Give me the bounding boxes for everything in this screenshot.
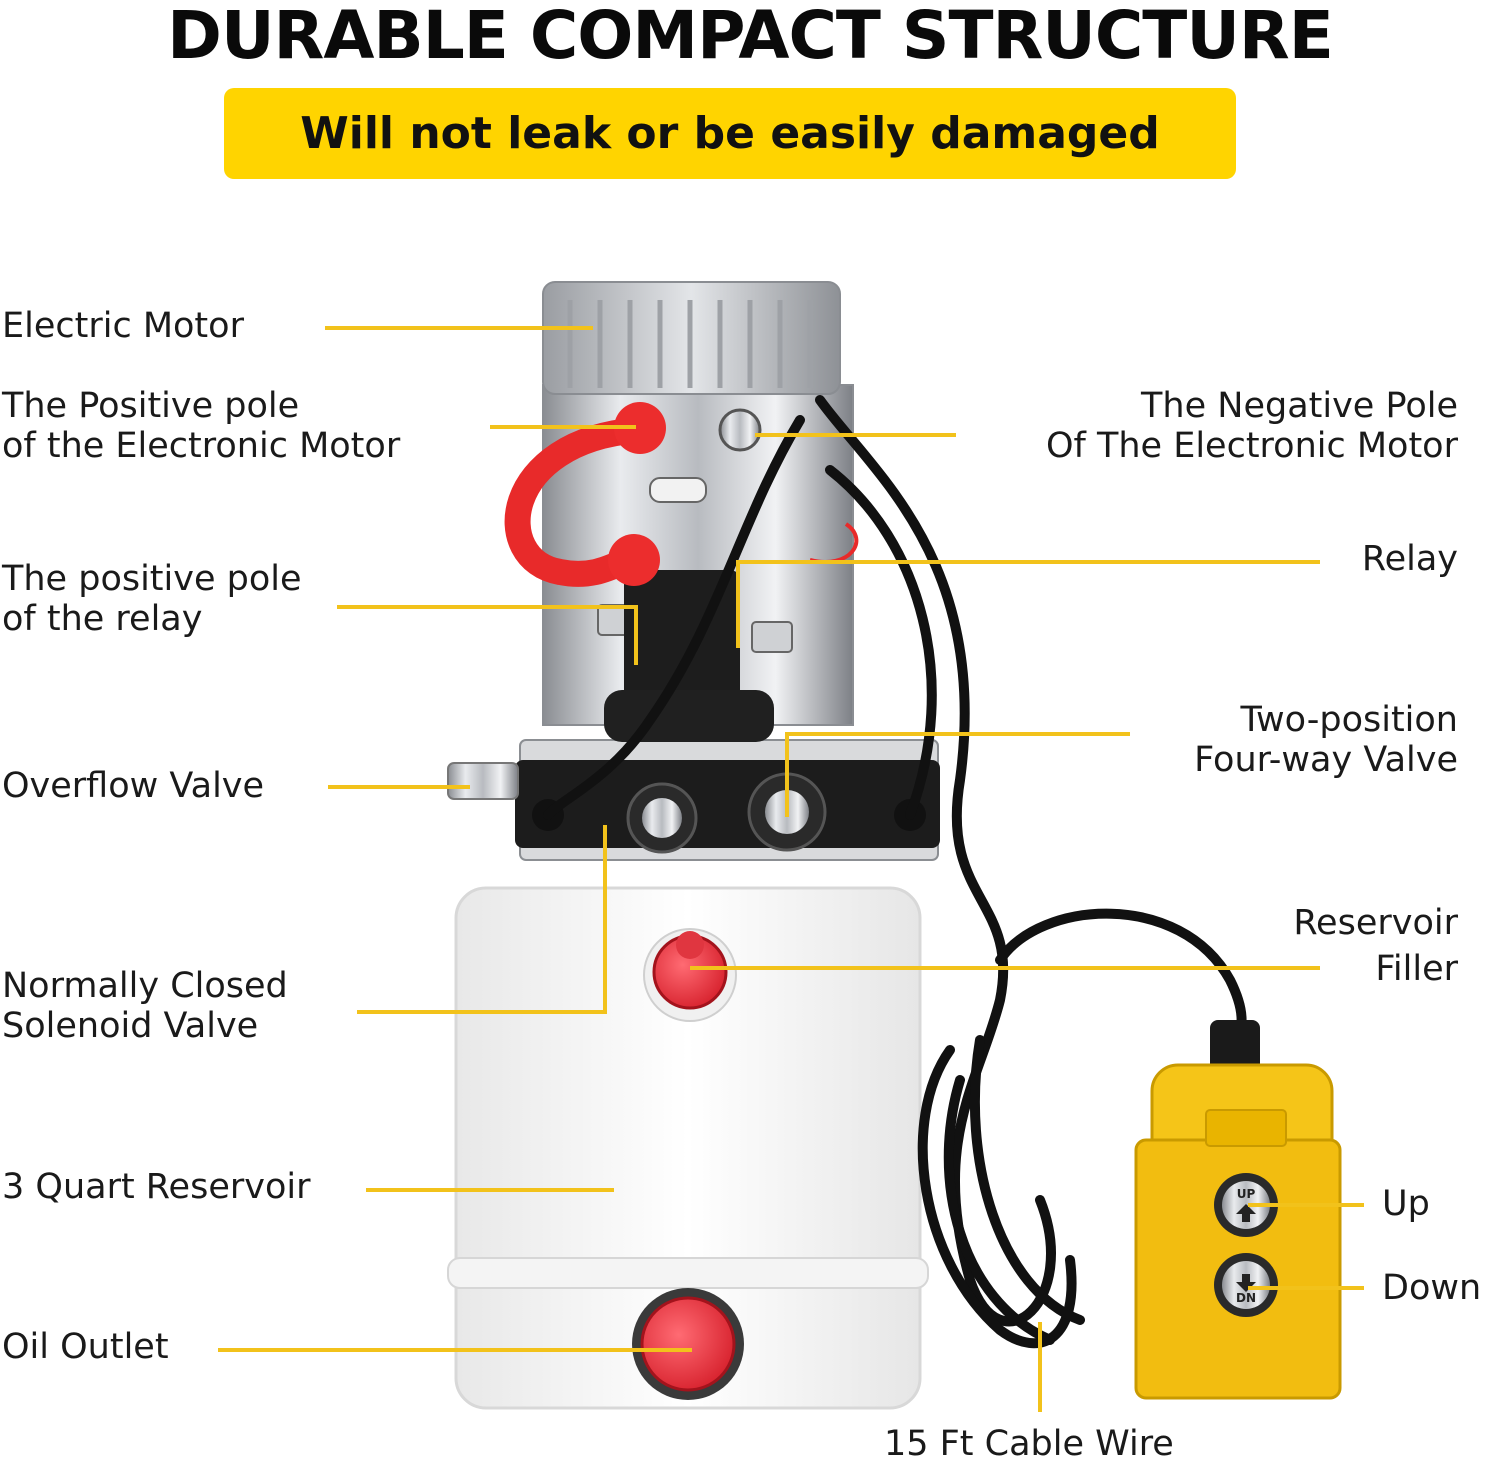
- label-four-way-valve-line2: Four-way Valve: [1194, 740, 1458, 780]
- leader-solenoid-valve: [357, 825, 607, 1014]
- negative-terminal: [718, 408, 762, 452]
- positive-cable: [504, 402, 666, 587]
- label-oil-outlet: Oil Outlet: [2, 1327, 169, 1367]
- label-solenoid-valve-line1: Normally Closed: [2, 966, 288, 1006]
- label-four-way-valve-line1: Two-position: [1240, 700, 1458, 740]
- label-solenoid-valve-line2: Solenoid Valve: [2, 1006, 259, 1046]
- label-reservoir-filler: Reservoir Filler: [1293, 900, 1458, 992]
- up-button-label: UP: [1237, 1187, 1256, 1201]
- label-positive-pole-motor-line2: of the Electronic Motor: [2, 426, 401, 466]
- label-four-way-valve: Two-position Four-way Valve: [1194, 700, 1458, 780]
- oil-outlet-cap: [632, 1288, 744, 1400]
- label-reservoir: 3 Quart Reservoir: [2, 1167, 311, 1207]
- leader-positive-pole-relay: [337, 605, 638, 665]
- label-cable: 15 Ft Cable Wire: [884, 1424, 1174, 1464]
- label-electric-motor: Electric Motor: [2, 306, 244, 346]
- label-solenoid-valve: Normally Closed Solenoid Valve: [2, 966, 288, 1046]
- label-relay: Relay: [1361, 539, 1458, 579]
- valve-block: [447, 739, 940, 861]
- page-title: DURABLE COMPACT STRUCTURE: [167, 0, 1334, 74]
- remote-down-button: DN: [1214, 1253, 1278, 1317]
- label-negative-pole-motor-line2: Of The Electronic Motor: [1045, 426, 1458, 466]
- leader-relay: [736, 560, 1320, 648]
- label-negative-pole-motor: The Negative Pole Of The Electronic Moto…: [1046, 386, 1458, 466]
- reservoir-filler-cap: [652, 931, 728, 1010]
- label-positive-pole-motor: The Positive pole of the Electronic Moto…: [2, 386, 400, 466]
- leader-four-way-valve: [785, 732, 1130, 817]
- label-positive-pole-motor-line1: The Positive pole: [2, 386, 300, 426]
- label-up: Up: [1382, 1184, 1430, 1224]
- label-positive-pole-relay-line1: The positive pole: [2, 559, 302, 599]
- label-positive-pole-relay-line2: of the relay: [2, 599, 203, 639]
- remote-up-button: UP: [1214, 1173, 1278, 1237]
- leader-lines: [218, 326, 1364, 1412]
- down-button-label: DN: [1236, 1291, 1256, 1305]
- label-positive-pole-relay: The positive pole of the relay: [2, 559, 302, 639]
- subtitle-banner: Will not leak or be easily damaged: [224, 88, 1236, 179]
- label-overflow-valve: Overflow Valve: [2, 766, 265, 806]
- label-negative-pole-motor-line1: The Negative Pole: [1141, 386, 1458, 426]
- label-down: Down: [1382, 1268, 1482, 1308]
- label-reservoir-filler-line1: Reservoir: [1293, 903, 1458, 943]
- label-reservoir-filler-line2: Filler: [1375, 949, 1458, 989]
